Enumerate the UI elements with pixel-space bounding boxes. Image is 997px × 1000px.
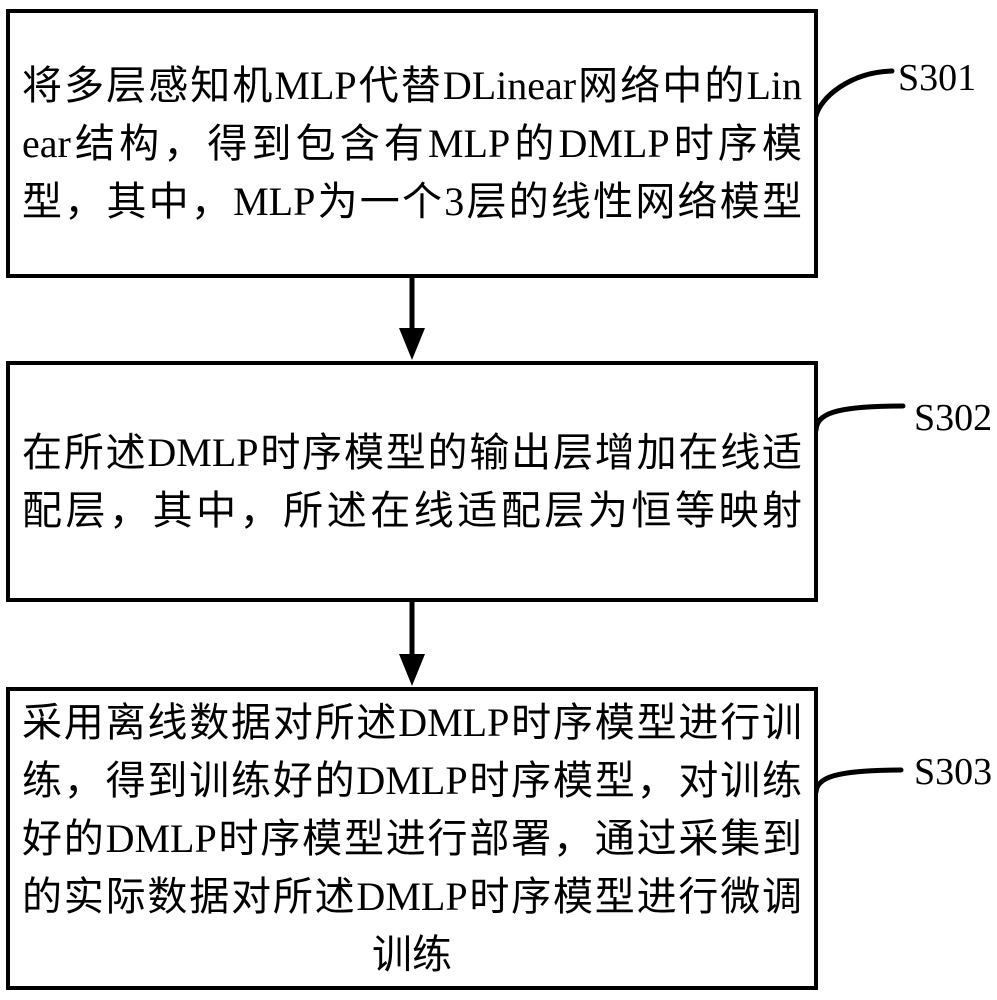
- step-s303-line-4: 的实际数据对所述DMLP时序模型进行微调: [22, 873, 802, 919]
- step-s301-line-1: 将多层感知机MLP代替DLinear网络中的Lin: [22, 62, 802, 108]
- step-s303-line-2: 练，得到训练好的DMLP时序模型，对训练: [22, 757, 802, 803]
- step-s301-line-2: ear结构，得到包含有MLP的DMLP时序模: [22, 120, 802, 166]
- step-label-s303: S303: [914, 751, 993, 793]
- step-box-s303: 采用离线数据对所述DMLP时序模型进行训 练，得到训练好的DMLP时序模型，对训…: [6, 687, 818, 990]
- step-box-s302: 在所述DMLP时序模型的输出层增加在线适 配层，其中，所述在线适配层为恒等映射: [6, 361, 818, 602]
- step-label-s301: S301: [898, 57, 977, 99]
- step-s302-line-2: 配层，其中，所述在线适配层为恒等映射: [22, 487, 802, 533]
- step-s303-line-1: 采用离线数据对所述DMLP时序模型进行训: [22, 699, 802, 745]
- step-s303-line-3: 好的DMLP时序模型进行部署，通过采集到: [22, 815, 802, 861]
- step-label-s302: S302: [914, 397, 993, 439]
- flow-arrow-2-head: [399, 654, 425, 686]
- step-s303-line-5: 训练: [372, 931, 452, 977]
- step-s302-line-1: 在所述DMLP时序模型的输出层增加在线适: [22, 429, 802, 475]
- step-box-s301: 将多层感知机MLP代替DLinear网络中的Lin ear结构，得到包含有MLP…: [6, 9, 818, 278]
- step-s301-line-3: 型，其中，MLP为一个3层的线性网络模型: [22, 178, 802, 224]
- connector-line-s302: [813, 403, 906, 433]
- connector-line-s301: [813, 68, 895, 119]
- flow-arrow-1-head: [399, 328, 425, 360]
- connector-line-s303: [813, 767, 904, 795]
